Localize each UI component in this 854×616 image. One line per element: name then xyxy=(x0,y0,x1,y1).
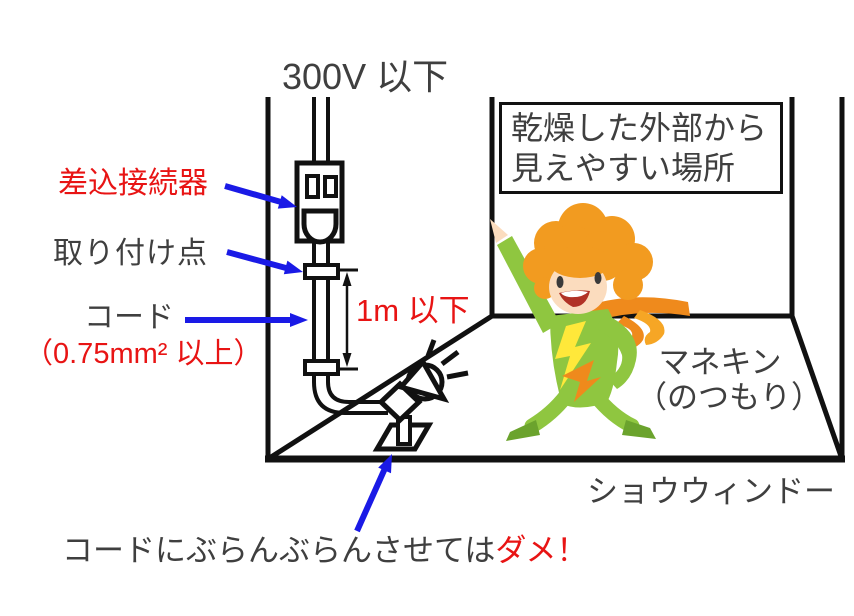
supply-wires xyxy=(312,97,330,164)
plug-cap xyxy=(301,208,339,245)
right-floor-edge xyxy=(789,315,845,460)
mannequin-fringe xyxy=(549,246,611,278)
caption: コードにぶらんぶらんさせてはダメ！ xyxy=(62,533,587,569)
cord-spec-label: （0.75mm² 以上） xyxy=(24,338,263,370)
plug-slot-left xyxy=(305,174,320,199)
mannequin-drawing xyxy=(490,203,690,441)
left-floor-edge xyxy=(266,313,494,462)
light-rays-icon xyxy=(425,339,469,380)
plug-connector-label: 差込接続器 xyxy=(58,167,208,200)
mannequin-lightning-mark xyxy=(555,321,591,390)
mannequin-right-arm xyxy=(595,314,637,389)
info-box: 乾燥した外部から 見えやすい場所 xyxy=(499,102,783,194)
cord-label: コード xyxy=(84,301,174,334)
lamp-cone xyxy=(396,357,450,404)
mannequin-teeth xyxy=(561,290,588,298)
plug-slot-right xyxy=(323,175,338,198)
cord-drawing xyxy=(312,278,388,415)
mannequin-left-eye xyxy=(556,276,564,288)
mannequin-sash xyxy=(562,360,601,402)
mannequin-right-foot xyxy=(622,420,656,439)
mannequin-hand xyxy=(490,219,508,243)
mounting-clamp-top xyxy=(303,263,340,280)
mannequin-left-foot xyxy=(506,420,540,441)
dimension-label: 1m 以下 xyxy=(356,293,470,328)
voltage-label: 300V 以下 xyxy=(282,56,449,97)
mannequin-label: マネキン （のつもり） xyxy=(636,345,822,415)
mannequin-label-line-2: （のつもり） xyxy=(636,379,822,415)
info-box-line-1: 乾燥した外部から xyxy=(511,110,768,146)
info-box-line-2: 見えやすい場所 xyxy=(511,150,736,186)
show-window-label: ショウウィンドー xyxy=(587,474,835,509)
plug-connector-drawing xyxy=(294,160,345,266)
mounting-clamp-bottom xyxy=(303,359,340,376)
arrow-to-cord xyxy=(185,313,308,327)
mannequin-raised-arm xyxy=(497,236,560,333)
caption-text: コードにぶらんぶらんさせては xyxy=(62,533,496,568)
mannequin-label-line-1: マネキン xyxy=(658,345,782,380)
dimension-arrow xyxy=(337,268,358,371)
arrow-to-lamp-base xyxy=(354,454,392,533)
spotlight-drawing xyxy=(372,339,469,452)
arrow-to-plug xyxy=(224,183,297,209)
mount-point-label: 取り付け点 xyxy=(53,237,208,270)
arrow-to-mount-point xyxy=(226,249,303,275)
mannequin-right-eye xyxy=(594,272,602,284)
mannequin-left-leg xyxy=(524,388,574,434)
caption-emphasis: ダメ！ xyxy=(495,533,588,568)
